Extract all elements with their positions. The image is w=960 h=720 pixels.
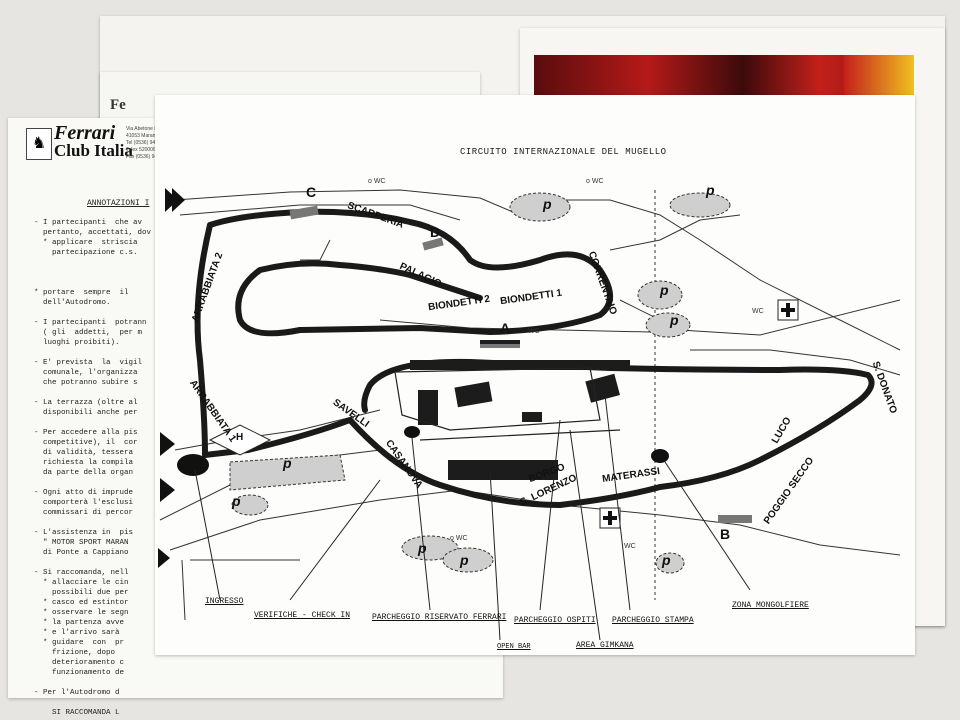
parking-icon: p <box>660 282 669 298</box>
wc-label: WC <box>624 543 636 550</box>
club-address: Via Abetone Inf. 41053 Maranello Tel (05… <box>126 126 163 161</box>
wc-label: o WC <box>450 535 468 542</box>
parking-icon: p <box>418 540 427 556</box>
parking-icon: p <box>283 455 292 471</box>
legend-open-bar: OPEN BAR <box>497 643 531 651</box>
zone-marker-b: B <box>720 526 731 542</box>
address-line: Telex 520006 <box>126 147 156 153</box>
zone-marker-a: A <box>500 320 511 336</box>
map-sheet <box>155 95 915 655</box>
wc-label: WC <box>528 328 540 335</box>
parking-icon: p <box>543 196 552 212</box>
notes-title: ANNOTAZIONI I <box>87 199 150 208</box>
legend-area-gimkana: AREA GIMKANA <box>576 641 634 650</box>
wc-label: o WC <box>368 178 386 185</box>
second-brand-header: Fe <box>110 97 126 113</box>
zone-marker-d: D <box>430 224 441 240</box>
wc-label: o WC <box>586 178 604 185</box>
parking-icon: p <box>670 312 679 328</box>
medical-cross-icon <box>599 299 799 529</box>
brand-name: Ferrari Club Italia <box>54 122 133 160</box>
parking-icon: p <box>662 552 671 568</box>
brand-line2: Club Italia <box>54 141 133 160</box>
address-line: Tel (0536) 94 <box>126 140 156 146</box>
brand-line1: Ferrari <box>54 122 116 144</box>
map-title: CIRCUITO INTERNAZIONALE DEL MUGELLO <box>460 147 667 157</box>
legend-parcheggio-stampa: PARCHEGGIO STAMPA <box>612 616 694 625</box>
zone-marker-c: C <box>306 184 317 200</box>
address-line: Via Abetone Inf. <box>126 126 162 132</box>
parking-icon: p <box>232 493 241 509</box>
wc-label: WC <box>752 308 764 315</box>
parking-icon: p <box>460 552 469 568</box>
address-line: 41053 Maranello <box>126 133 164 139</box>
helipad-label: H <box>236 432 244 443</box>
legend-parcheggio-ferrari: PARCHEGGIO RISERVATO FERRARI <box>372 613 507 622</box>
helipad-icon <box>208 424 272 456</box>
legend-verifiche: VERIFICHE - CHECK IN <box>254 611 351 620</box>
legend-zona-mongolfiere: ZONA MONGOLFIERE <box>732 601 809 610</box>
address-line: Fax (0536) 94 <box>126 154 158 160</box>
notes-body: - I partecipanti che av pertanto, accett… <box>34 219 152 717</box>
parking-icon: p <box>706 182 715 198</box>
prancing-horse-logo: ♞ <box>26 128 52 160</box>
legend-ingresso: INGRESSO <box>205 597 244 606</box>
legend-parcheggio-ospiti: PARCHEGGIO OSPITI <box>514 616 596 625</box>
